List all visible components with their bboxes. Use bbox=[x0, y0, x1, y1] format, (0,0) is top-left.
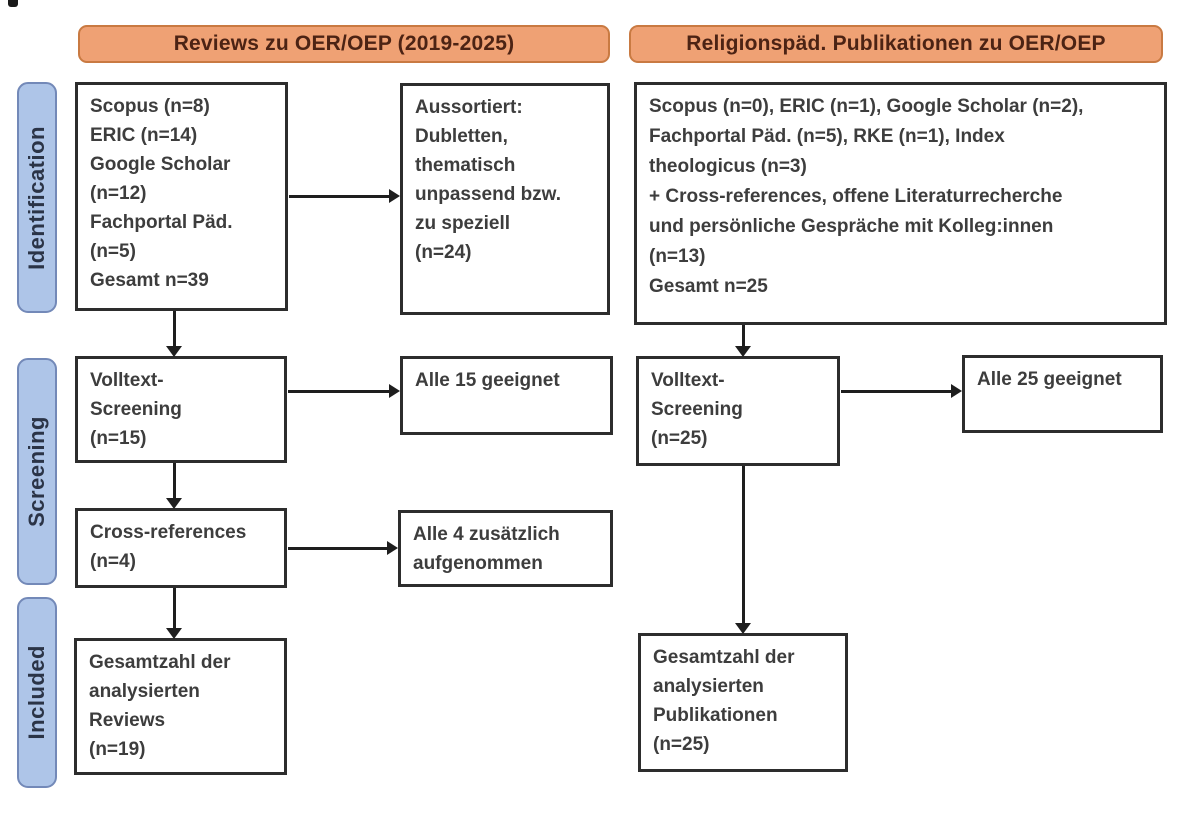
arrowhead-right-icon bbox=[387, 541, 398, 555]
box-left-crossreferences-result: Alle 4 zusätzlich aufgenommen bbox=[398, 510, 613, 587]
arrow-shaft bbox=[288, 389, 391, 393]
page-crop-artifact bbox=[8, 0, 18, 7]
arrow-left-fulltext-to-result bbox=[288, 384, 400, 398]
stage-label-screening-text: Screening bbox=[24, 416, 49, 527]
arrowhead-down-icon bbox=[735, 346, 751, 357]
arrowhead-down-icon bbox=[166, 346, 182, 357]
arrow-right-sources-to-fulltext bbox=[735, 325, 751, 357]
box-left-identification-sources: Scopus (n=8) ERIC (n=14) Google Scholar … bbox=[75, 82, 288, 311]
arrowhead-down-icon bbox=[166, 628, 182, 639]
arrow-shaft bbox=[172, 311, 176, 347]
box-left-fulltext-screening: Volltext- Screening (n=15) bbox=[75, 356, 287, 463]
arrow-left-fulltext-to-crossref bbox=[166, 463, 182, 509]
arrowhead-right-icon bbox=[389, 189, 400, 203]
box-left-included-total: Gesamtzahl der analysierten Reviews (n=1… bbox=[74, 638, 287, 775]
stage-label-identification: Identification bbox=[17, 82, 57, 313]
arrow-left-sources-to-excluded bbox=[289, 189, 400, 203]
arrow-left-crossref-to-result bbox=[288, 541, 398, 555]
arrow-left-crossref-to-included bbox=[166, 588, 182, 639]
arrow-left-sources-to-fulltext bbox=[166, 311, 182, 357]
arrow-shaft bbox=[741, 466, 745, 624]
arrow-right-fulltext-to-result bbox=[841, 384, 962, 398]
column-header-reviews-label: Reviews zu OER/OEP (2019-2025) bbox=[173, 32, 515, 55]
arrowhead-right-icon bbox=[951, 384, 962, 398]
column-header-reviews: Reviews zu OER/OEP (2019-2025) bbox=[78, 25, 610, 63]
arrow-shaft bbox=[172, 463, 176, 499]
arrow-shaft bbox=[288, 546, 389, 550]
box-right-fulltext-screening: Volltext- Screening (n=25) bbox=[636, 356, 840, 466]
arrow-shaft bbox=[741, 325, 745, 347]
box-right-fulltext-result: Alle 25 geeignet bbox=[962, 355, 1163, 433]
stage-label-included: Included bbox=[17, 597, 57, 788]
column-header-religionspaed-label: Religionspäd. Publikationen zu OER/OEP bbox=[686, 32, 1106, 55]
stage-label-identification-text: Identification bbox=[24, 125, 49, 270]
arrowhead-down-icon bbox=[166, 498, 182, 509]
stage-label-included-text: Included bbox=[24, 645, 49, 740]
arrowhead-right-icon bbox=[389, 384, 400, 398]
arrow-shaft bbox=[841, 389, 953, 393]
box-right-identification-sources: Scopus (n=0), ERIC (n=1), Google Scholar… bbox=[634, 82, 1167, 325]
column-header-religionspaed: Religionspäd. Publikationen zu OER/OEP bbox=[629, 25, 1163, 63]
box-right-included-total: Gesamtzahl der analysierten Publikatione… bbox=[638, 633, 848, 772]
arrow-right-fulltext-to-included bbox=[735, 466, 751, 634]
arrowhead-down-icon bbox=[735, 623, 751, 634]
stage-label-screening: Screening bbox=[17, 358, 57, 585]
box-left-fulltext-result: Alle 15 geeignet bbox=[400, 356, 613, 435]
box-left-crossreferences: Cross-references (n=4) bbox=[75, 508, 287, 588]
box-left-excluded: Aussortiert: Dubletten, thematisch unpas… bbox=[400, 83, 610, 315]
arrow-shaft bbox=[172, 588, 176, 629]
arrow-shaft bbox=[289, 194, 391, 198]
